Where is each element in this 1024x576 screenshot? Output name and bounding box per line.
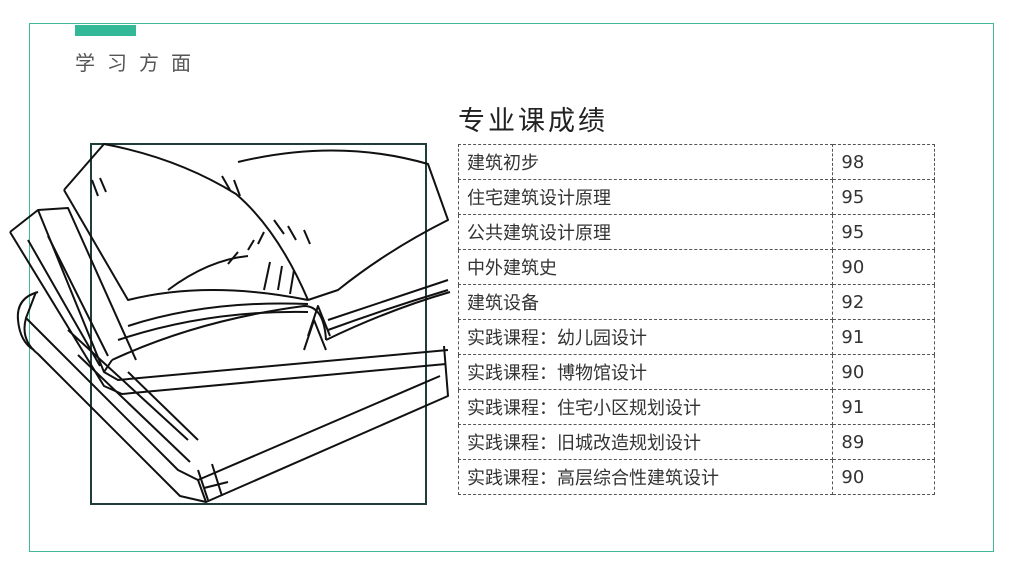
course-cell: 建筑初步 <box>457 144 834 180</box>
course-cell: 实践课程：住宅小区规划设计 <box>457 389 834 425</box>
table-row: 实践课程：博物馆设计 90 <box>457 354 935 390</box>
section-title: 学习方面 <box>75 51 203 75</box>
course-cell: 中外建筑史 <box>457 249 834 285</box>
course-cell: 实践课程：幼儿园设计 <box>457 319 834 355</box>
score-cell: 90 <box>832 459 935 495</box>
table-row: 实践课程：旧城改造规划设计 89 <box>457 424 935 460</box>
table-row: 建筑初步 98 <box>457 144 935 180</box>
table-row: 中外建筑史 90 <box>457 249 935 285</box>
course-cell: 公共建筑设计原理 <box>457 214 834 250</box>
table-row: 实践课程：住宅小区规划设计 91 <box>457 389 935 425</box>
score-cell: 92 <box>832 284 935 320</box>
table-row: 公共建筑设计原理 95 <box>457 214 935 250</box>
accent-bar <box>75 25 136 36</box>
bottom-book <box>16 291 449 503</box>
grades-table: 建筑初步 98 住宅建筑设计原理 95 公共建筑设计原理 95 中外建筑史 90… <box>457 144 935 495</box>
score-cell: 90 <box>832 354 935 390</box>
grades-title: 专业课成绩 <box>458 106 608 137</box>
course-cell: 实践课程：高层综合性建筑设计 <box>457 459 834 495</box>
score-cell: 91 <box>832 389 935 425</box>
open-book-sketch-icon <box>9 143 451 505</box>
slide-frame <box>29 23 994 552</box>
table-row: 实践课程：幼儿园设计 91 <box>457 319 935 355</box>
score-cell: 95 <box>832 179 935 215</box>
table-row: 实践课程：高层综合性建筑设计 90 <box>457 459 935 495</box>
score-cell: 90 <box>832 249 935 285</box>
table-row: 建筑设备 92 <box>457 284 935 320</box>
course-cell: 实践课程：博物馆设计 <box>457 354 834 390</box>
illustration-box <box>90 143 427 505</box>
score-cell: 91 <box>832 319 935 355</box>
open-book <box>63 143 451 501</box>
table-row: 住宅建筑设计原理 95 <box>457 179 935 215</box>
score-cell: 98 <box>832 144 935 180</box>
score-cell: 95 <box>832 214 935 250</box>
course-cell: 建筑设备 <box>457 284 834 320</box>
course-cell: 实践课程：旧城改造规划设计 <box>457 424 834 460</box>
score-cell: 89 <box>832 424 935 460</box>
course-cell: 住宅建筑设计原理 <box>457 179 834 215</box>
